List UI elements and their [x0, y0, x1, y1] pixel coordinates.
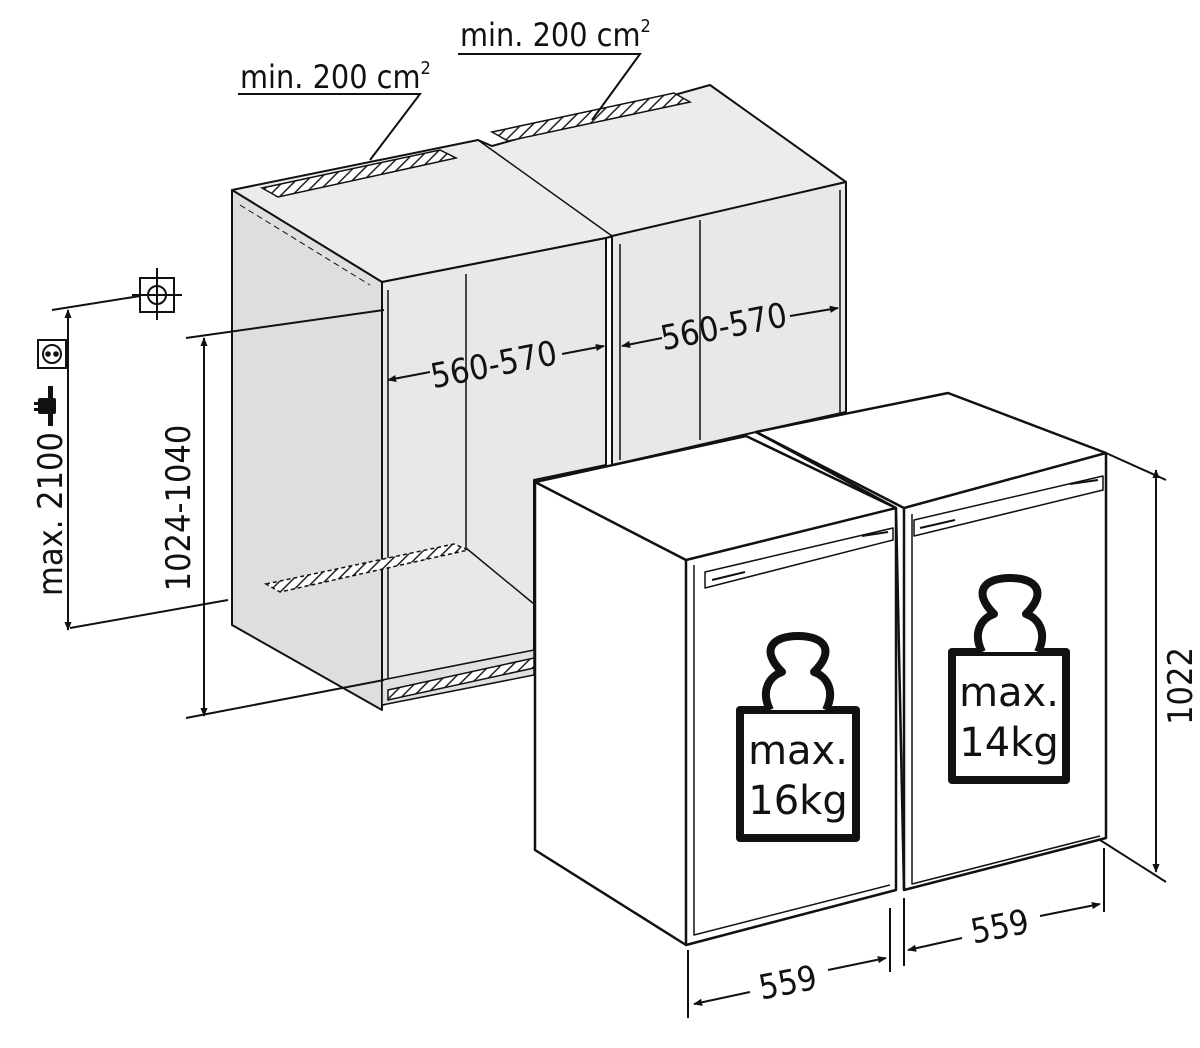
plug-icon — [34, 386, 56, 426]
weight-label-right-line2: 14kg — [959, 720, 1058, 766]
vent-label-left: min. 200 cm2 — [240, 58, 431, 96]
appliance-width-right-label: 559 — [967, 902, 1032, 952]
connection-point-icon — [132, 268, 182, 320]
weight-label-right-line1: max. — [959, 670, 1059, 716]
vent-label-right: min. 200 cm2 — [460, 16, 651, 54]
weight-icon — [736, 632, 860, 842]
vent-openings — [259, 92, 693, 701]
appliance-left — [533, 434, 898, 947]
appliance-width-left-label: 559 — [755, 958, 820, 1008]
appliance-height-label: 1022 — [1161, 647, 1200, 725]
weight-label-left-line1: max. — [748, 728, 848, 774]
socket-height-label: max. 2100 — [31, 432, 71, 596]
weight-label-left-line2: 16kg — [748, 778, 847, 824]
niche-height-label: 1024-1040 — [159, 425, 199, 592]
weight-icon — [948, 574, 1070, 784]
niche-cabinet — [231, 84, 847, 711]
socket-icon — [37, 339, 67, 369]
dimension-lines — [51, 53, 1167, 1018]
